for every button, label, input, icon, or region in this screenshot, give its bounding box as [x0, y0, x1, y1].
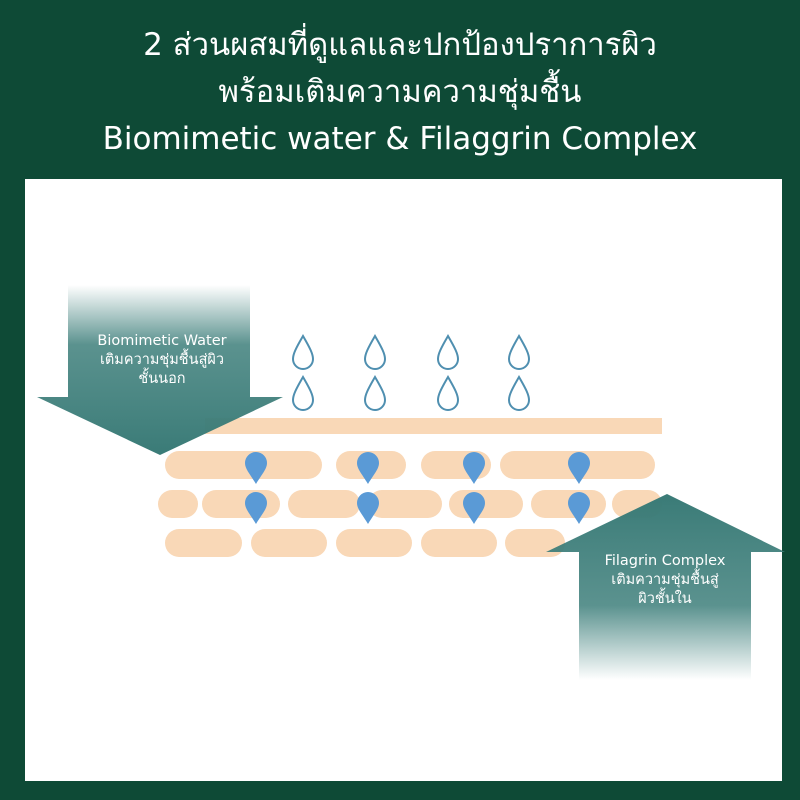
- water-drop-filled-icon: [245, 492, 267, 524]
- skin-cell: [368, 490, 442, 518]
- water-drop-filled-icon: [357, 492, 379, 524]
- water-drop-filled-icon: [245, 452, 267, 484]
- skin-cell: [202, 490, 280, 518]
- skin-surface-layer: [205, 418, 662, 434]
- title-line-2: พร้อมเติมความความชุ่มชื้น: [218, 74, 582, 110]
- water-drop-outline-icon: [436, 375, 460, 411]
- arrow-left-line-1: Biomimetic Water: [97, 333, 227, 349]
- water-drop-filled-icon: [463, 492, 485, 524]
- skin-cell: [505, 529, 565, 557]
- down-arrow-icon: [37, 285, 283, 455]
- diagram-panel: [25, 179, 782, 781]
- water-drop-filled-icon: [463, 452, 485, 484]
- water-drop-outline-icon: [436, 334, 460, 370]
- water-drop-outline-icon: [363, 375, 387, 411]
- skin-cell: [421, 529, 497, 557]
- arrow-left-line-2: เติมความชุ่มชื้นสู่ผิว: [99, 352, 225, 368]
- water-drop-filled-icon: [568, 492, 590, 524]
- skin-cell: [251, 529, 327, 557]
- skin-cell: [158, 490, 198, 518]
- arrow-right-label: Filagrin Complex เติมความชุ่มชื้นสู่ ผิว…: [579, 552, 751, 609]
- title-line-3: Biomimetic water & Filaggrin Complex: [102, 121, 698, 157]
- skin-cell: [288, 490, 360, 518]
- water-drop-outline-icon: [507, 334, 531, 370]
- water-drop-outline-icon: [363, 334, 387, 370]
- water-drop-outline-icon: [291, 375, 315, 411]
- water-drop-outline-icon: [507, 375, 531, 411]
- water-drop-filled-icon: [357, 452, 379, 484]
- arrow-left-line-3: ชั้นนอก: [138, 371, 186, 387]
- skin-cell: [165, 529, 242, 557]
- arrow-right-line-1: Filagrin Complex: [604, 553, 726, 569]
- arrow-right-line-2: เติมความชุ่มชื้นสู่: [611, 572, 719, 588]
- skin-cell: [336, 529, 412, 557]
- title-block: 2 ส่วนผสมที่ดูแลและปกป้องปราการผิว พร้อม…: [0, 22, 800, 163]
- skin-cell-row-3: [165, 529, 565, 557]
- arrow-right-line-3: ผิวชั้นใน: [638, 591, 692, 607]
- skin-cell: [449, 490, 523, 518]
- arrow-left-label: Biomimetic Water เติมความชุ่มชื้นสู่ผิว …: [68, 332, 256, 389]
- skin-cell: [165, 451, 322, 479]
- water-drop-outline-icon: [291, 334, 315, 370]
- title-line-1: 2 ส่วนผสมที่ดูแลและปกป้องปราการผิว: [143, 27, 657, 63]
- water-drop-filled-icon: [568, 452, 590, 484]
- up-arrow-icon: [546, 494, 785, 680]
